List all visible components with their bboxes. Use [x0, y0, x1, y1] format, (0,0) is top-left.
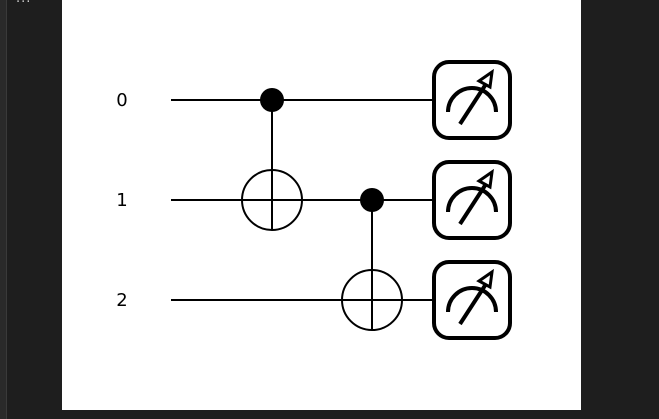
qubit-label-2: 2 [116, 290, 127, 311]
control-dot [260, 88, 284, 112]
ellipsis-indicator: ... [16, 0, 31, 6]
measure-gate-0 [432, 60, 512, 140]
measure-box [432, 260, 512, 340]
left-panel-edge [0, 0, 7, 419]
measure-box [432, 160, 512, 240]
measure-gate-1 [432, 160, 512, 240]
panel-divider [6, 0, 7, 419]
meter-arrowhead-icon [476, 168, 494, 190]
cnot-gate-1-2 [341, 188, 403, 331]
qubit-label-0: 0 [116, 90, 127, 111]
meter-needle-icon [458, 182, 488, 226]
meter-arc-icon [446, 86, 498, 113]
meter-arrowhead-icon [476, 68, 494, 90]
meter-arc-icon [446, 286, 498, 313]
meter-needle-icon [458, 82, 488, 126]
meter-arrowhead-icon [476, 268, 494, 290]
measure-box [432, 60, 512, 140]
control-dot [360, 188, 384, 212]
cnot-gate-0-1 [241, 88, 303, 231]
quantum-circuit-diagram: 0 1 2 [116, 60, 512, 340]
qubit-label-1: 1 [116, 190, 127, 211]
meter-arc-icon [446, 186, 498, 213]
meter-needle-icon [458, 282, 488, 326]
measure-gate-2 [432, 260, 512, 340]
circuit-canvas: 0 1 2 [62, 0, 581, 410]
